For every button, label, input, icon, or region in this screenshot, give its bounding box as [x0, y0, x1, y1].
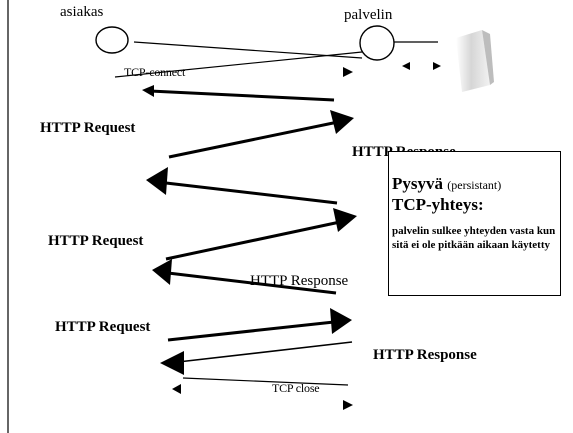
request-1-arrow-line — [168, 120, 339, 159]
server-box-icon — [394, 30, 494, 92]
note-title: Pysyvä — [392, 174, 443, 193]
persistent-connection-note: Pysyvä (persistant) TCP-yhteys: palvelin… — [388, 151, 561, 296]
request-2-arrowhead — [333, 208, 357, 232]
tcp-connect-ack-arrowhead — [142, 85, 154, 97]
response-2-label: HTTP Response — [250, 273, 349, 289]
request-1-label: HTTP Request — [40, 120, 136, 136]
tcp-close-arrowhead-left — [172, 384, 181, 394]
response-1-arrow-line — [165, 181, 338, 205]
note-subtitle: TCP-yhteys: — [392, 195, 484, 214]
tcp-close-label: TCP close — [272, 381, 320, 395]
response-3-label: HTTP Response — [373, 347, 477, 363]
note-title-line: Pysyvä (persistant) — [392, 174, 556, 194]
server-label: palvelin — [344, 7, 393, 23]
server-node-circle — [359, 25, 395, 61]
tcp-connect-ack-line — [149, 89, 335, 102]
response-1-arrowhead — [146, 167, 168, 195]
tcp-connect-arrowhead-right — [343, 67, 353, 77]
client-label: asiakas — [60, 4, 104, 20]
request-3-arrowhead — [330, 308, 352, 334]
request-3-label: HTTP Request — [55, 319, 151, 335]
response-2-arrowhead — [152, 259, 172, 285]
tcp-connect-line-lower — [114, 51, 363, 78]
request-1-arrowhead — [330, 110, 354, 134]
response-3-arrow-line — [177, 341, 353, 363]
response-3-arrowhead — [160, 351, 184, 375]
tcp-connect-ack-arrowhead-right — [433, 62, 441, 70]
request-2-arrow-line — [165, 220, 341, 261]
tcp-close-arrowhead-right — [343, 400, 353, 410]
tcp-close-line — [182, 377, 349, 386]
request-3-arrow-line — [167, 320, 335, 342]
client-node-circle — [95, 26, 129, 54]
response-2-arrow-line — [167, 271, 337, 295]
note-body: palvelin sulkee yhteyden vasta kun sitä … — [392, 225, 556, 252]
note-title-aside: (persistant) — [447, 178, 502, 192]
tcp-connect-label: TCP-connect — [124, 65, 186, 79]
tcp-connect-ack-arrowhead-left — [402, 62, 410, 70]
request-2-label: HTTP Request — [48, 233, 144, 249]
